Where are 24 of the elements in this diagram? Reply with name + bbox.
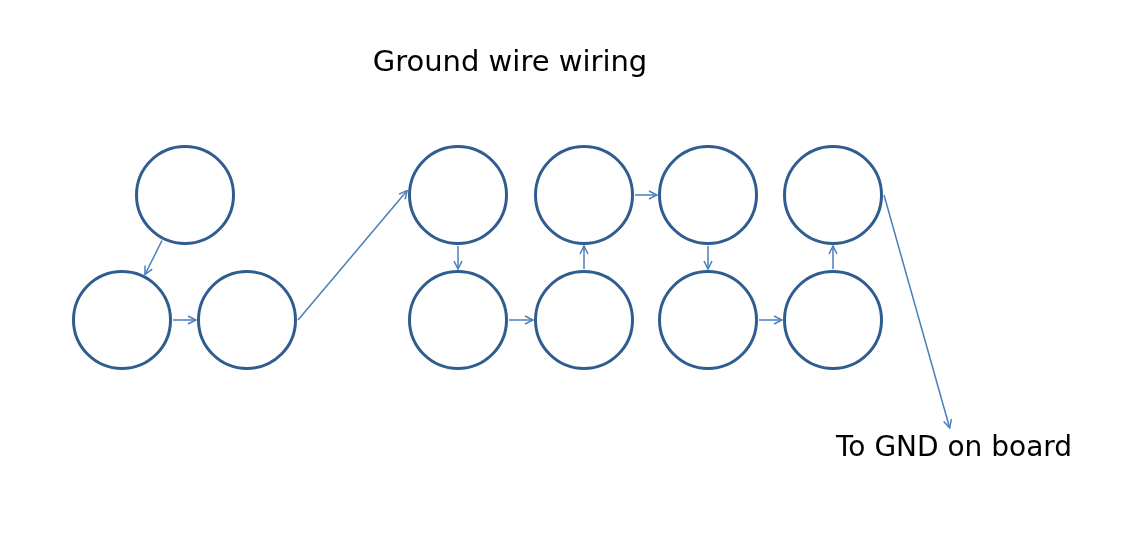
circle-node	[658, 270, 758, 370]
note-text: To GND on board	[836, 428, 1086, 466]
circle-node	[783, 145, 883, 245]
arrow	[172, 315, 197, 325]
diagram-title: Ground wire wiring	[371, 44, 649, 78]
arrow	[297, 189, 408, 321]
arrow	[579, 245, 589, 270]
arrow	[883, 194, 953, 429]
arrow	[758, 315, 783, 325]
circle-node	[534, 145, 634, 245]
circle-node	[408, 270, 508, 370]
circle-node	[783, 270, 883, 370]
circle-node	[534, 270, 634, 370]
arrow	[634, 190, 658, 200]
circle-node	[408, 145, 508, 245]
circle-node	[135, 145, 235, 245]
arrow	[453, 245, 463, 270]
arrow	[703, 245, 713, 270]
arrow	[144, 239, 163, 276]
arrow	[828, 245, 838, 270]
arrow	[508, 315, 534, 325]
circle-node	[72, 270, 172, 370]
circle-node	[658, 145, 758, 245]
circle-node	[197, 270, 297, 370]
